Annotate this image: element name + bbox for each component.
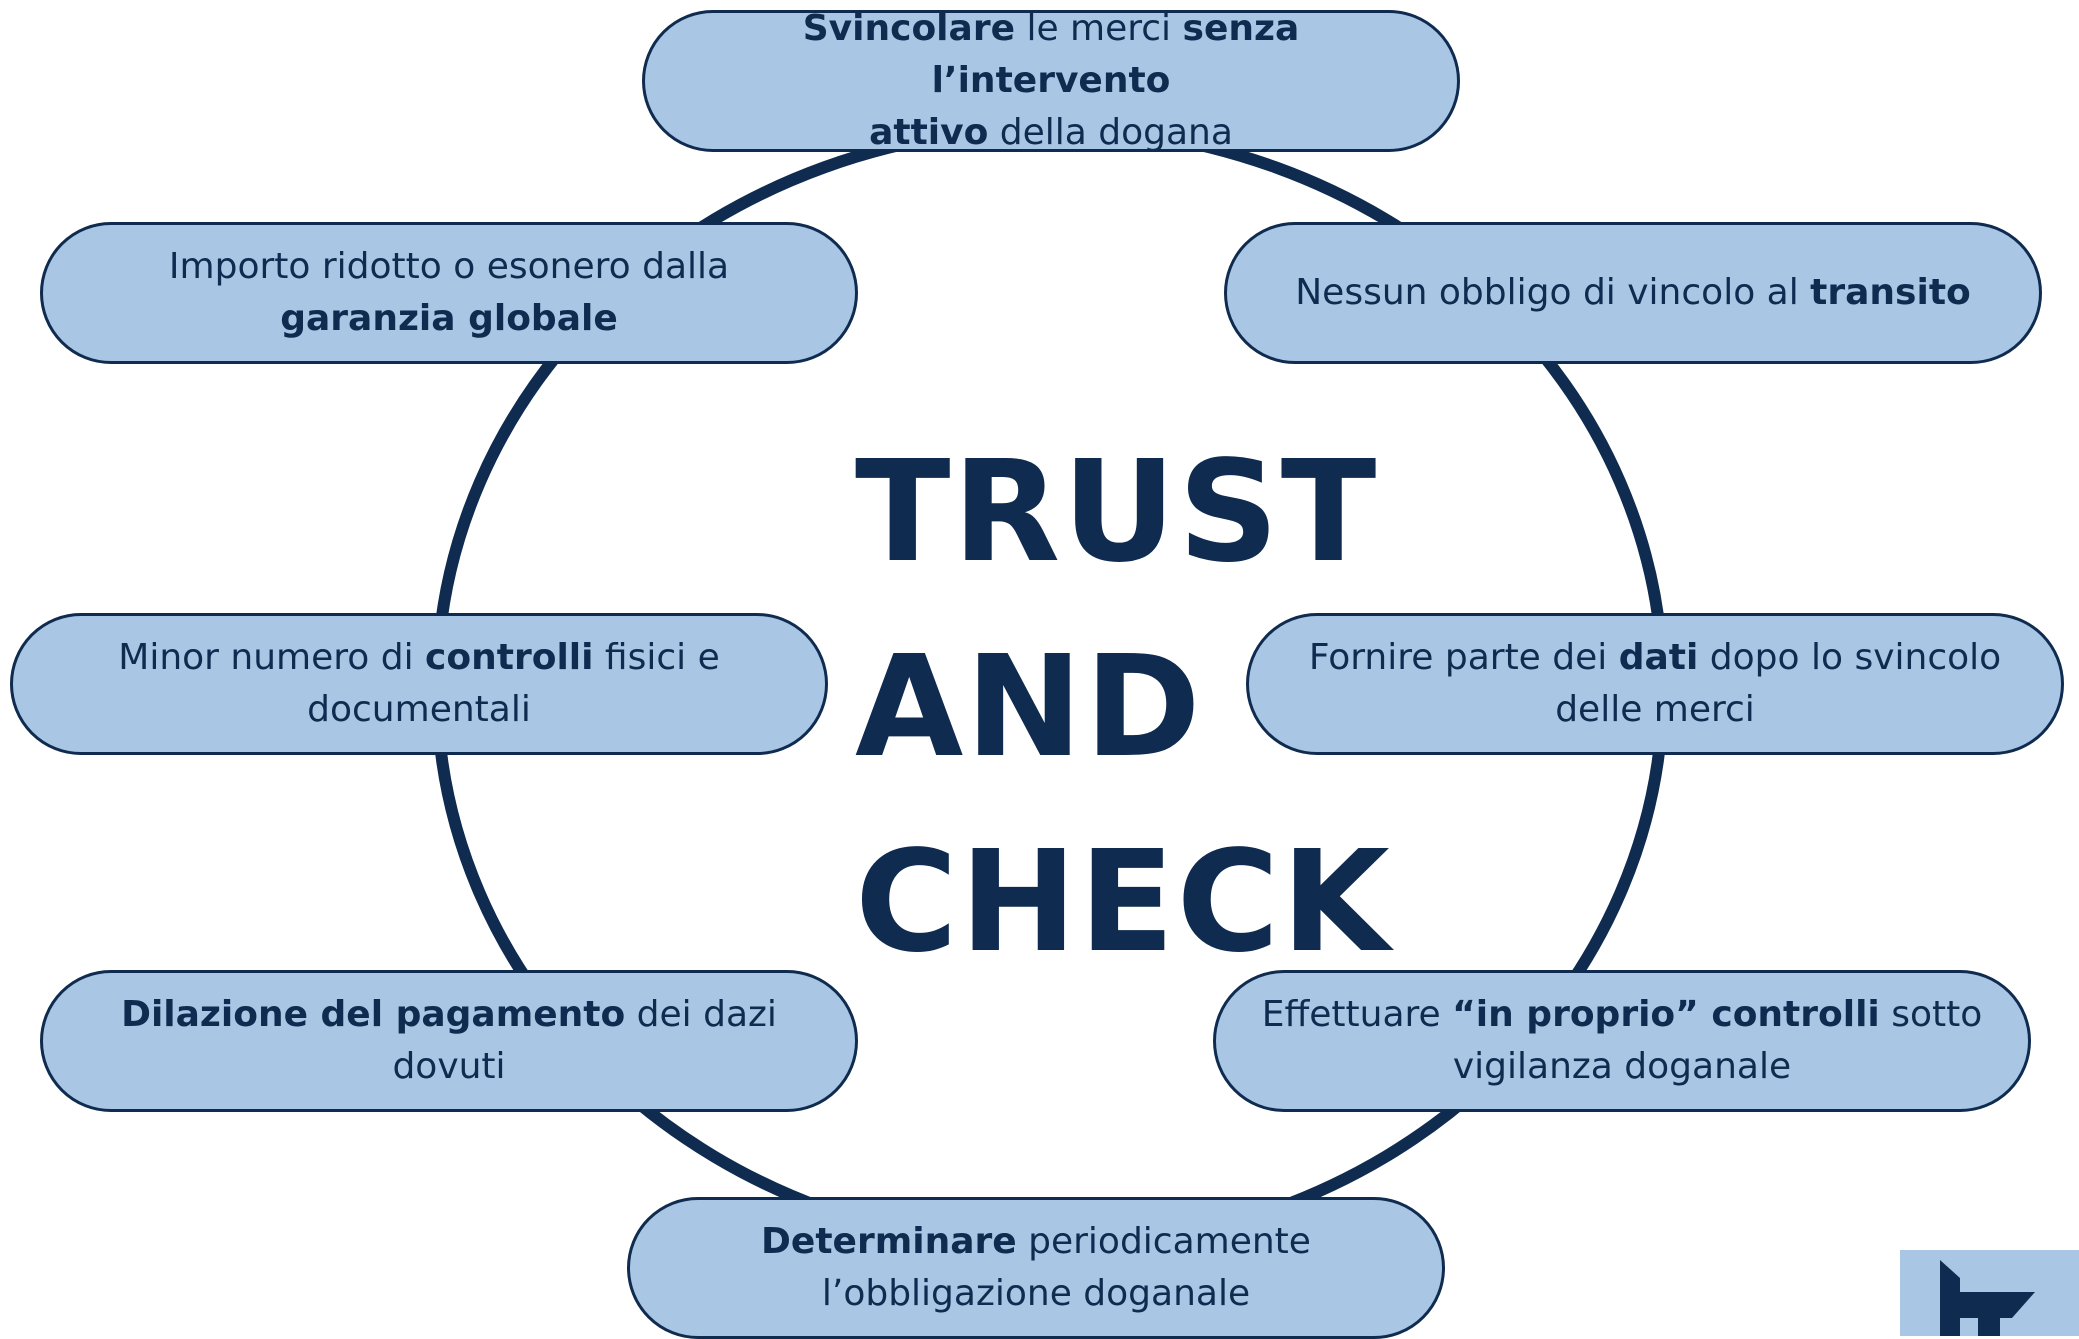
item-payment-deferral: Dilazione del pagamento dei dazi dovuti [40,970,858,1112]
item-self-controls: Effettuare “in proprio” controlli sotto … [1213,970,2031,1112]
item-data-after-release: Fornire parte dei dati dopo lo svincolo … [1246,613,2064,755]
title-line-check: CHECK [855,821,1392,984]
item-periodic-obligation: Determinare periodicamente l’obbligazion… [627,1197,1445,1339]
center-title: TRUST AND CHECK [855,415,1415,1000]
item-no-transit-obligation: Nessun obbligo di vincolo al transito [1224,222,2042,364]
item-release-goods: Svincolare le merci senza l’intervento a… [642,8,1460,153]
item-global-guarantee: Importo ridotto o esonero dalla garanzia… [40,222,858,364]
title-line-and: AND [855,626,1203,789]
item-fewer-controls: Minor numero di controlli fisici e docum… [10,613,828,755]
logo-icon [1900,1250,2079,1336]
title-line-trust: TRUST [855,431,1379,594]
